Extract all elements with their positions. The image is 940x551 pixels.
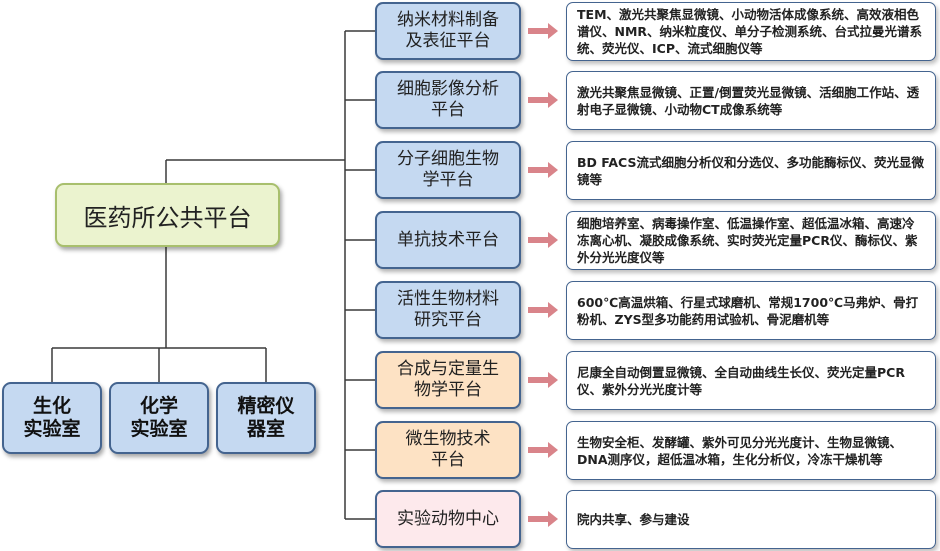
- arrow-2: [528, 162, 558, 178]
- platform-7: 实验动物中心: [375, 490, 521, 548]
- platform-5: 合成与定量生 物学平台: [375, 351, 521, 409]
- platform-desc-5: 尼康全自动倒置显微镜、全自动曲线生长仪、荧光定量PCR仪、紫外分光光度计等: [566, 351, 936, 410]
- lab-biochem: 生化 实验室: [2, 382, 102, 454]
- platform-6: 微生物技术 平台: [375, 421, 521, 479]
- platform-desc-2: BD FACS流式细胞分析仪和分选仪、多功能酶标仪、荧光显微镜等: [566, 141, 936, 200]
- platform-3: 单抗技术平台: [375, 211, 521, 269]
- arrow-7: [528, 511, 558, 527]
- arrow-5: [528, 372, 558, 388]
- platform-desc-6: 生物安全柜、发酵罐、紫外可见分光光度计、生物显微镜、DNA测序仪，超低温冰箱，生…: [566, 421, 936, 480]
- arrow-6: [528, 442, 558, 458]
- platform-desc-7: 院内共享、参与建设: [566, 490, 936, 549]
- arrow-3: [528, 232, 558, 248]
- platform-1: 细胞影像分析 平台: [375, 71, 521, 129]
- platform-desc-0: TEM、激光共聚焦显微镜、小动物活体成像系统、高效液相色谱仪、NMR、纳米粒度仪…: [566, 2, 936, 61]
- platform-2: 分子细胞生物 学平台: [375, 141, 521, 199]
- lab-precision-instruments: 精密仪 器室: [216, 382, 316, 454]
- arrow-group: [528, 23, 558, 527]
- arrow-0: [528, 23, 558, 39]
- platform-desc-1: 激光共聚焦显微镜、正置/倒置荧光显微镜、活细胞工作站、透射电子显微镜、小动物CT…: [566, 71, 936, 130]
- arrow-1: [528, 92, 558, 108]
- platform-desc-3: 细胞培养室、病毒操作室、低温操作室、超低温冰箱、高速冷冻离心机、凝胶成像系统、实…: [566, 211, 936, 270]
- platform-4: 活性生物材料 研究平台: [375, 281, 521, 339]
- root-node: 医药所公共平台: [55, 183, 280, 247]
- platform-0: 纳米材料制备 及表征平台: [375, 2, 521, 60]
- arrow-4: [528, 302, 558, 318]
- platform-desc-4: 600℃高温烘箱、行星式球磨机、常规1700℃马弗炉、骨打粉机、ZYS型多功能药…: [566, 281, 936, 340]
- lab-chemistry: 化学 实验室: [109, 382, 209, 454]
